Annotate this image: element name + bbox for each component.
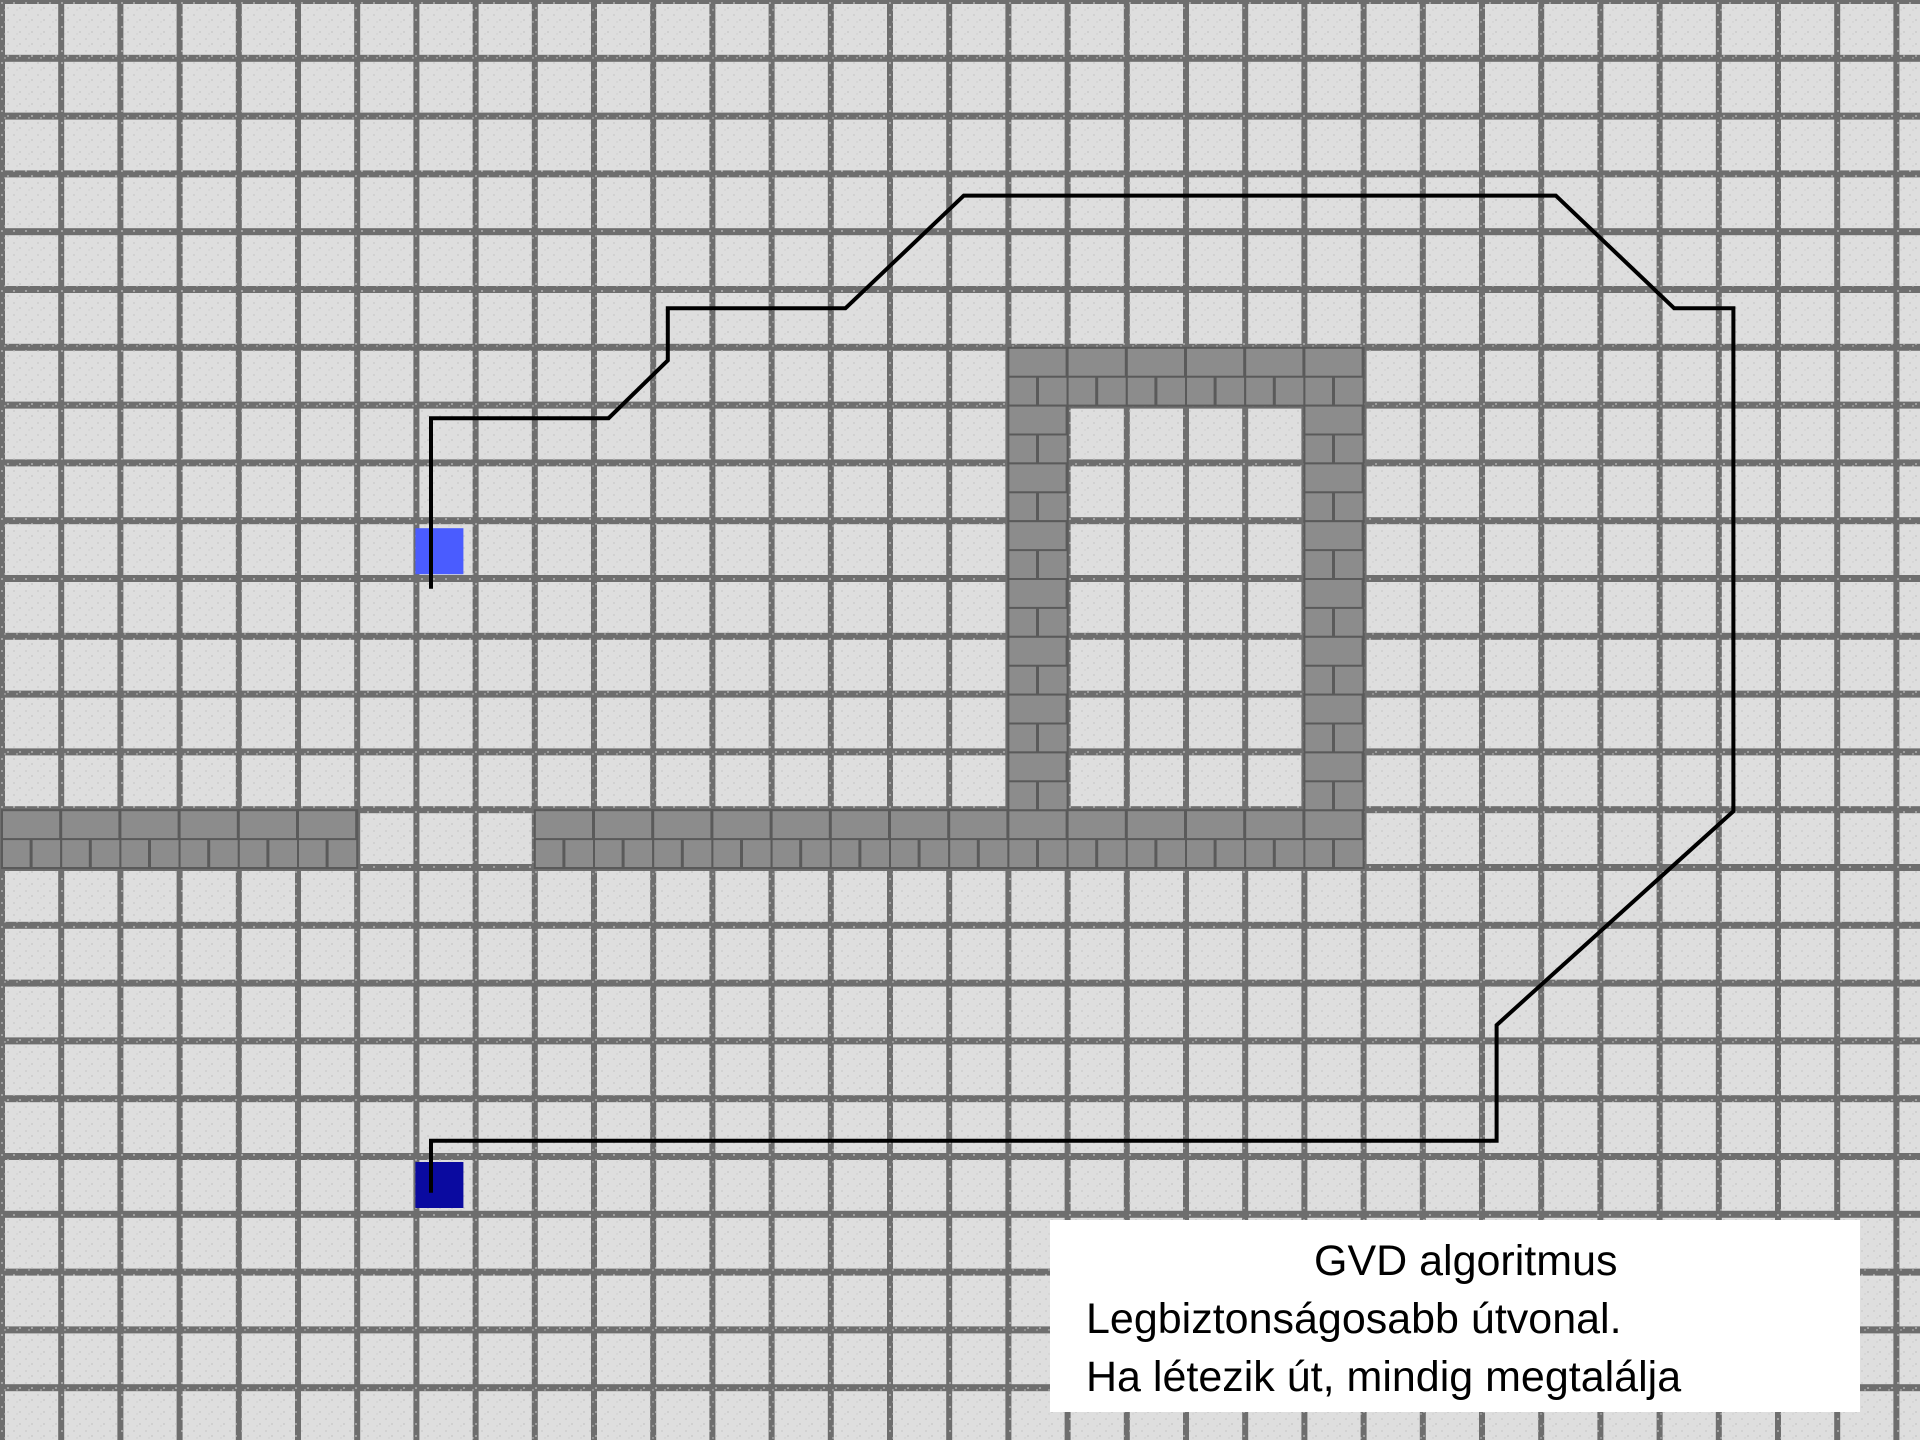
goal-marker	[415, 1162, 463, 1208]
wall-block	[948, 809, 1009, 869]
wall-block	[711, 809, 772, 869]
wall-block	[1185, 809, 1246, 869]
wall-block	[1007, 751, 1068, 811]
wall-block	[1007, 694, 1068, 754]
wall-block	[297, 809, 358, 869]
info-line-1: Legbiztonságosabb útvonal.	[1086, 1290, 1860, 1348]
wall-block	[1007, 578, 1068, 638]
wall-block	[1007, 520, 1068, 580]
info-title: GVD algoritmus	[1086, 1232, 1860, 1290]
wall-block	[1303, 636, 1364, 696]
wall-block	[1007, 405, 1068, 465]
wall-block	[1244, 809, 1305, 869]
wall-block	[179, 809, 240, 869]
wall-block	[1, 809, 62, 869]
wall-block	[830, 809, 891, 869]
wall-block	[238, 809, 299, 869]
wall-block	[1067, 809, 1128, 869]
wall-block	[534, 809, 595, 869]
info-line-2: Ha létezik út, mindig megtalálja	[1086, 1348, 1860, 1406]
wall-block	[652, 809, 713, 869]
wall-block	[1007, 636, 1068, 696]
wall-block	[1303, 578, 1364, 638]
wall-block	[1303, 751, 1364, 811]
wall-block	[1007, 462, 1068, 522]
wall-block	[1303, 405, 1364, 465]
wall-block	[1007, 347, 1068, 407]
wall-block	[1126, 347, 1187, 407]
wall-block	[1126, 809, 1187, 869]
wall-block	[1244, 347, 1305, 407]
wall-block	[889, 809, 950, 869]
wall-block	[1303, 809, 1364, 869]
wall-block	[771, 809, 832, 869]
wall-block	[1185, 347, 1246, 407]
wall-block	[1303, 347, 1364, 407]
wall-block	[1303, 520, 1364, 580]
wall-block	[593, 809, 654, 869]
info-panel: GVD algoritmus Legbiztonságosabb útvonal…	[1050, 1220, 1860, 1412]
wall-block	[60, 809, 121, 869]
wall-block	[1303, 462, 1364, 522]
start-marker	[415, 528, 463, 574]
wall-block	[1067, 347, 1128, 407]
wall-block	[1007, 809, 1068, 869]
wall-block	[119, 809, 180, 869]
wall-block	[1303, 694, 1364, 754]
